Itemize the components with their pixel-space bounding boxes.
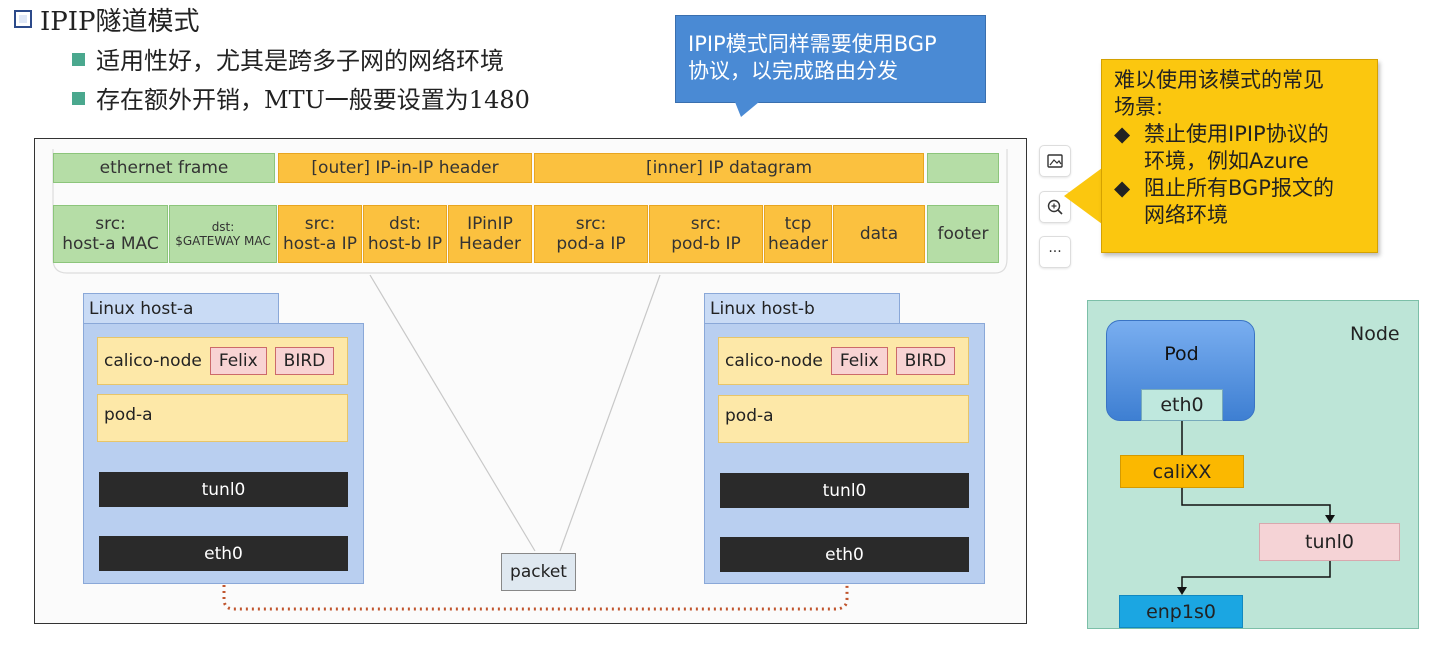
callout-bgp-line-2: 协议，以完成路由分发 — [688, 59, 898, 83]
slide-title: IPIP隧道模式 — [40, 7, 200, 37]
field-ipinip-header: IPinIP Header — [448, 205, 532, 263]
field-line: host-a MAC — [62, 234, 159, 254]
field-dst-host-ip: dst: host-b IP — [363, 205, 447, 263]
field-line: src: — [95, 214, 126, 234]
callout-bgp-tail — [735, 102, 759, 117]
host-a-pod: pod-a — [97, 394, 348, 442]
image-icon[interactable] — [1039, 145, 1071, 177]
field-line: header — [768, 234, 828, 254]
field-line: tcp — [784, 214, 812, 234]
bullet-text-1: 适用性好，尤其是跨多子网的网络环境 — [96, 47, 504, 75]
field-line: pod-b IP — [671, 234, 741, 254]
more-options-button[interactable]: ··· — [1039, 236, 1071, 268]
host-a-tunl0: tunl0 — [99, 472, 348, 507]
field-line: src: — [690, 214, 722, 234]
field-line: src: — [304, 214, 336, 234]
calixx-interface: caliXX — [1120, 455, 1244, 488]
title-bullet-icon — [14, 10, 32, 28]
host-a-calico-node: calico-node Felix BIRD — [97, 337, 348, 385]
enp1s0-interface: enp1s0 — [1119, 595, 1243, 628]
field-line: pod-a IP — [556, 234, 626, 254]
field-src-mac: src: host-a MAC — [53, 205, 168, 263]
host-b-calico-node: calico-node Felix BIRD — [718, 337, 969, 385]
callout-scenarios-title-1: 难以使用该模式的常见 — [1114, 68, 1324, 92]
felix-label: Felix — [830, 347, 888, 375]
footer-band — [927, 153, 999, 183]
host-b-tunl0: tunl0 — [720, 473, 969, 508]
scenario-line: 环境，例如Azure — [1144, 149, 1309, 173]
field-line: host-b IP — [367, 234, 443, 254]
inner-datagram-band: [inner] IP datagram — [534, 153, 924, 183]
scenario-item: ◆ 禁止使用IPIP协议的 环境，例如Azure — [1114, 121, 1365, 175]
ethernet-frame-band: ethernet frame — [53, 153, 275, 183]
field-line: $GATEWAY MAC — [175, 234, 271, 248]
field-dst-mac: dst: $GATEWAY MAC — [169, 205, 277, 263]
callout-scenarios: 难以使用该模式的常见 场景: ◆ 禁止使用IPIP协议的 环境，例如Azure … — [1101, 59, 1378, 253]
node-diagram: Node Pod eth0 caliXX tunl0 enp1s0 — [1087, 300, 1419, 629]
ipip-diagram: ethernet frame [outer] IP-in-IP header [… — [34, 138, 1027, 624]
host-a-label: Linux host-a — [83, 293, 279, 327]
field-data: data — [833, 205, 925, 263]
field-src-pod-a-ip: src: pod-a IP — [534, 205, 648, 263]
host-b-pod: pod-a — [718, 395, 969, 443]
bullet-square-icon — [72, 92, 85, 105]
field-line: src: — [575, 214, 607, 234]
diamond-bullet-icon: ◆ — [1114, 176, 1131, 200]
field-line: host-a IP — [283, 234, 357, 254]
scenario-line: 禁止使用IPIP协议的 — [1144, 122, 1329, 146]
bird-label: BIRD — [895, 347, 956, 375]
node-label: Node — [1350, 323, 1400, 345]
callout-scenarios-title-2: 场景: — [1114, 95, 1164, 119]
callout-bgp: IPIP模式同样需要使用BGP 协议，以完成路由分发 — [675, 15, 986, 103]
field-footer: footer — [927, 205, 999, 263]
pod-eth0: eth0 — [1141, 389, 1223, 421]
bird-label: BIRD — [274, 347, 335, 375]
packet-box: packet — [501, 553, 576, 591]
scenario-item: ◆ 阻止所有BGP报文的 网络环境 — [1114, 175, 1365, 229]
node-connectors — [1177, 421, 1335, 595]
tunl0-interface: tunl0 — [1259, 523, 1400, 561]
bullet-square-icon — [72, 53, 85, 66]
scenario-line: 阻止所有BGP报文的 — [1144, 176, 1334, 200]
host-b-label: Linux host-b — [704, 293, 900, 327]
outer-header-band: [outer] IP-in-IP header — [278, 153, 532, 183]
field-line: dst: — [211, 220, 235, 234]
bullet-text-2: 存在额外开销，MTU一般要设置为1480 — [96, 86, 530, 114]
host-b-eth0: eth0 — [720, 537, 969, 572]
field-src-host-ip: src: host-a IP — [278, 205, 362, 263]
callout-scenarios-tail — [1064, 168, 1102, 224]
field-tcp-header: tcp header — [764, 205, 832, 263]
calico-node-label: calico-node — [725, 351, 823, 371]
field-line: Header — [459, 234, 521, 254]
field-line: IPinIP — [467, 214, 513, 234]
felix-label: Felix — [209, 347, 267, 375]
field-src-pod-b-ip: src: pod-b IP — [649, 205, 763, 263]
calico-node-label: calico-node — [104, 351, 202, 371]
diamond-bullet-icon: ◆ — [1114, 122, 1131, 146]
pod-label: Pod — [1164, 343, 1199, 365]
field-line: dst: — [388, 214, 422, 234]
host-a-eth0: eth0 — [99, 536, 348, 571]
callout-bgp-line-1: IPIP模式同样需要使用BGP — [688, 32, 937, 56]
scenario-line: 网络环境 — [1144, 203, 1228, 227]
